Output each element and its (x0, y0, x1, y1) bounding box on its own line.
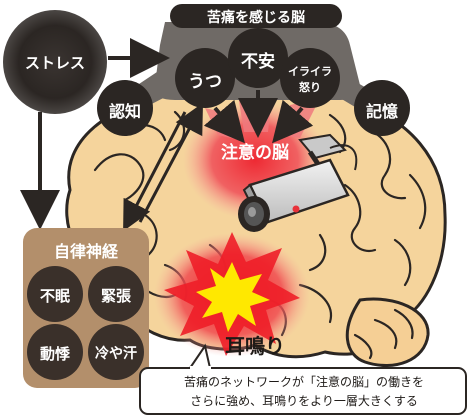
caption-line1: 苦痛のネットワークが「注意の脳」の働きを (183, 375, 424, 389)
autonomic-item-tension: 緊張 (100, 287, 131, 305)
autonomic-title: 自律神経 (53, 242, 118, 261)
attention-arrows (203, 90, 314, 144)
autonomic-cold-sweat-node (88, 324, 144, 380)
header-title: 苦痛を感じる脳 (207, 10, 305, 26)
autonomic-item-insomnia: 不眠 (39, 287, 70, 305)
fuan-node (228, 28, 288, 88)
fuan-label: 不安 (241, 52, 275, 72)
autonomic-palpitation-node (27, 324, 83, 380)
kioku-label: 記憶 (365, 102, 398, 121)
surveillance-camera-icon (238, 133, 358, 232)
ninchi-node (97, 80, 153, 136)
ninchi-label: 認知 (108, 102, 141, 121)
header-pill (170, 4, 342, 28)
tinnitus-label: 耳鳴り (225, 334, 285, 358)
iraira-label-line1: イライラ (288, 65, 332, 78)
caption-box (139, 367, 467, 415)
iraira-label-line2: 怒り (299, 81, 321, 94)
utsu-label: うつ (188, 72, 222, 92)
autonomic-item-cold-sweat: 冷や汗 (95, 346, 137, 362)
attention-brain-label: 注意の脳 (221, 143, 289, 163)
autonomic-insomnia-node (27, 266, 83, 322)
autonomic-tension-node (88, 266, 144, 322)
caption-line2: さらに強め、耳鳴りをより一層大きくする (190, 394, 418, 408)
stress-node (3, 10, 107, 114)
utsu-node (175, 48, 235, 108)
utsu-autonomic-double-arrow (123, 102, 204, 232)
kioku-node (354, 80, 410, 136)
autonomic-item-palpitation: 動悸 (39, 345, 70, 363)
tinnitus-burst-inner (196, 262, 270, 332)
stress-label: ストレス (24, 54, 85, 72)
brain-lower-lobe (345, 297, 430, 367)
iraira-node (280, 48, 340, 108)
